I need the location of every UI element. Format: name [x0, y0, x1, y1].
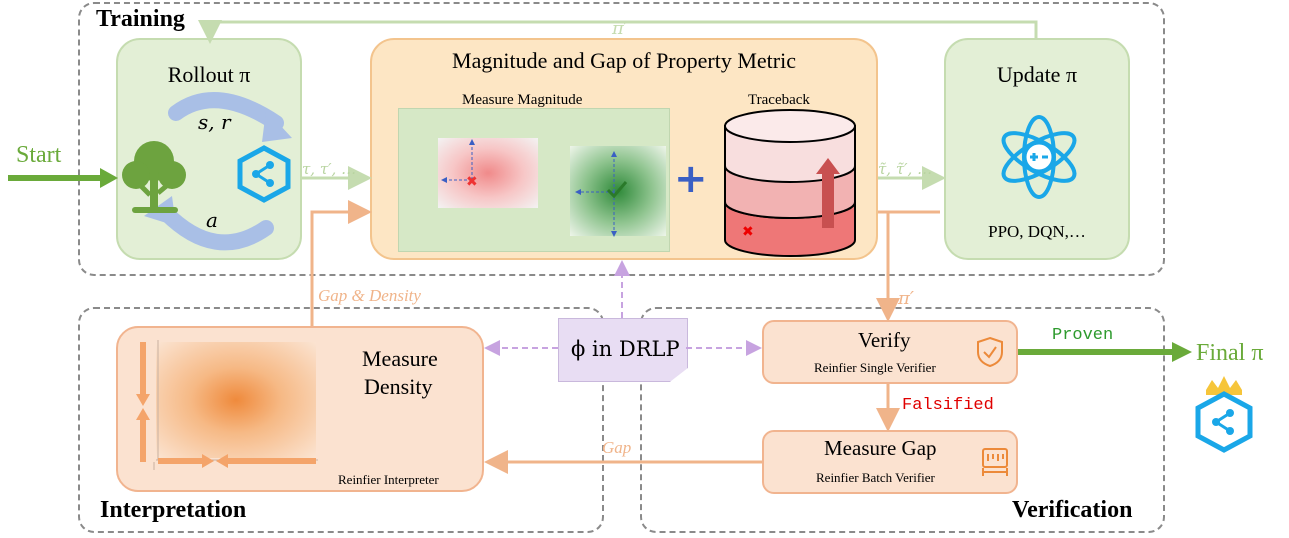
environment-tree-icon — [122, 141, 186, 213]
final-agent-hexagon-icon — [1195, 391, 1253, 453]
action-label: a — [206, 208, 218, 232]
rollout-title: Rollout π — [167, 62, 251, 87]
drlp-note: ϕ in DRLP — [558, 318, 688, 382]
algorithms-label: PPO, DQN,… — [988, 222, 1086, 241]
density-dimension-arrows — [136, 340, 318, 470]
magnitude-red-heatmap — [438, 138, 538, 208]
magnitude-title: Magnitude and Gap of Property Metric — [452, 48, 796, 73]
plus-sign: + — [674, 156, 708, 202]
atom-icon — [1001, 115, 1077, 199]
interpreter-label: Reinfier Interpreter — [338, 472, 439, 487]
agent-hexagon-icon — [237, 145, 291, 203]
interpretation-label: Interpretation — [100, 497, 247, 523]
start-label: Start — [16, 142, 62, 168]
measure-gap-title: Measure Gap — [824, 436, 937, 460]
density-title-line2: Density — [364, 374, 433, 399]
traceback-database-icon: ✖ — [724, 109, 856, 257]
verify-subtitle: Reinfier Single Verifier — [814, 360, 936, 375]
verification-region — [640, 307, 1165, 533]
tilde-trajectories-label: τ̃, τ̃′, … — [878, 160, 933, 178]
magnitude-axes-graphic: ✖ — [441, 139, 628, 237]
verify-title: Verify — [858, 328, 911, 352]
svg-text:✖: ✖ — [742, 224, 754, 240]
final-label: Final π — [1196, 340, 1264, 366]
gap-density-arrow — [310, 200, 372, 326]
measure-magnitude-label: Measure Magnitude — [462, 92, 583, 108]
shield-check-icon — [977, 336, 1003, 368]
gap-density-label: Gap & Density — [318, 286, 421, 305]
update-title: Update π — [996, 62, 1078, 87]
interpretation-region — [78, 307, 604, 533]
rollout-cycle-graphic — [144, 92, 292, 251]
magnitude-box: Magnitude and Gap of Property Metric Mea… — [370, 38, 878, 260]
training-label: Training — [96, 6, 185, 32]
trajectories-label: τ, τ′, … — [302, 160, 357, 178]
gap-label: Gap — [602, 438, 632, 457]
pi-prime-verify-label: π′ — [898, 288, 914, 309]
drlp-label: ϕ in DRLP — [571, 337, 680, 361]
rollout-box: Rollout π s, r a — [116, 38, 302, 260]
measure-density-box: Measure Density Reinfier Interpreter — [116, 326, 484, 492]
measure-gap-subtitle: Reinfier Batch Verifier — [816, 470, 935, 485]
density-heatmap — [156, 342, 316, 458]
density-title-line1: Measure — [362, 346, 438, 371]
ruler-icon — [982, 448, 1008, 476]
measure-gap-box: Measure Gap Reinfier Batch Verifier — [762, 430, 1018, 494]
svg-text:✖: ✖ — [466, 174, 478, 190]
verify-box: Verify Reinfier Single Verifier — [762, 320, 1018, 384]
verification-label: Verification — [1012, 497, 1133, 523]
traceback-label: Traceback — [748, 92, 810, 108]
pi-prime-feedback-arrow — [198, 20, 1038, 44]
falsified-label: Falsified — [902, 396, 994, 415]
pi-prime-top-label: π′ — [612, 18, 628, 39]
state-reward-label: s, r — [198, 110, 231, 134]
proven-label: Proven — [1052, 326, 1114, 345]
